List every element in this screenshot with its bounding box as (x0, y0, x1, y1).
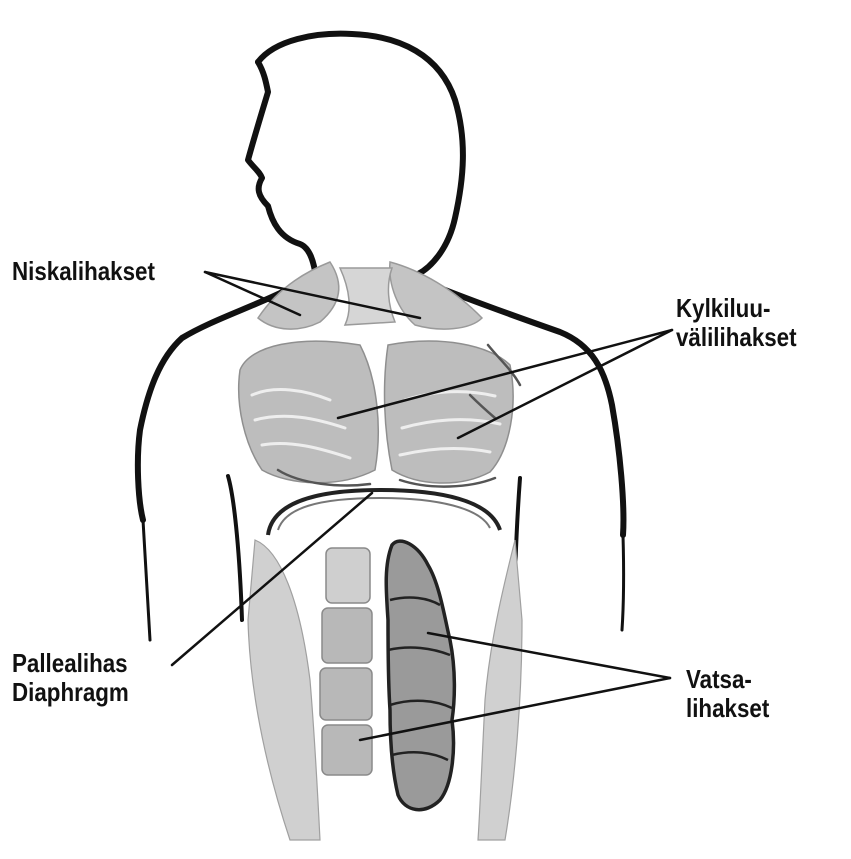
abdominal-muscles (386, 541, 454, 810)
diaphragm (268, 490, 500, 535)
chest-muscles (239, 341, 513, 483)
label-neck-muscles: Niskalihakset (12, 257, 155, 286)
diaphragm-inner (278, 498, 490, 530)
label-intercostal-line2: välilihakset (676, 323, 797, 352)
label-diaphragm-line1: Pallealihas (12, 649, 128, 678)
label-intercostal-line1: Kylkiluu- (676, 294, 770, 323)
abdominal-left-panels (320, 548, 372, 775)
body-outline (138, 34, 624, 640)
label-abdominal-line1: Vatsa- (686, 665, 752, 694)
label-abdominal-line2: lihakset (686, 694, 769, 723)
label-diaphragm-line2: Diaphragm (12, 678, 129, 707)
neck-muscles (258, 262, 482, 329)
